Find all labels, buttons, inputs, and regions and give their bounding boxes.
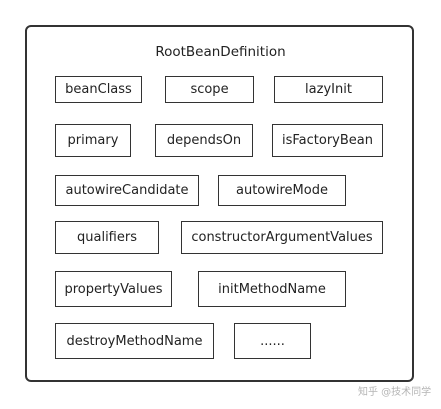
field-is-factory-bean: isFactoryBean bbox=[272, 124, 383, 157]
field-constructor-argument-values: constructorArgumentValues bbox=[181, 221, 383, 254]
field-autowire-candidate: autowireCandidate bbox=[55, 175, 199, 206]
watermark: 知乎 @技术同学 bbox=[358, 387, 432, 398]
diagram-title: RootBeanDefinition bbox=[155, 44, 286, 60]
field-autowire-mode: autowireMode bbox=[218, 175, 346, 206]
field-scope: scope bbox=[165, 76, 254, 103]
field-lazy-init: lazyInit bbox=[274, 76, 383, 103]
field-ellipsis: ...... bbox=[234, 323, 311, 359]
field-qualifiers: qualifiers bbox=[55, 221, 159, 254]
field-destroy-method-name: destroyMethodName bbox=[55, 323, 214, 359]
field-bean-class: beanClass bbox=[55, 76, 142, 103]
field-init-method-name: initMethodName bbox=[198, 271, 346, 307]
field-depends-on: dependsOn bbox=[155, 124, 253, 157]
field-property-values: propertyValues bbox=[55, 271, 172, 307]
field-primary: primary bbox=[55, 124, 131, 157]
